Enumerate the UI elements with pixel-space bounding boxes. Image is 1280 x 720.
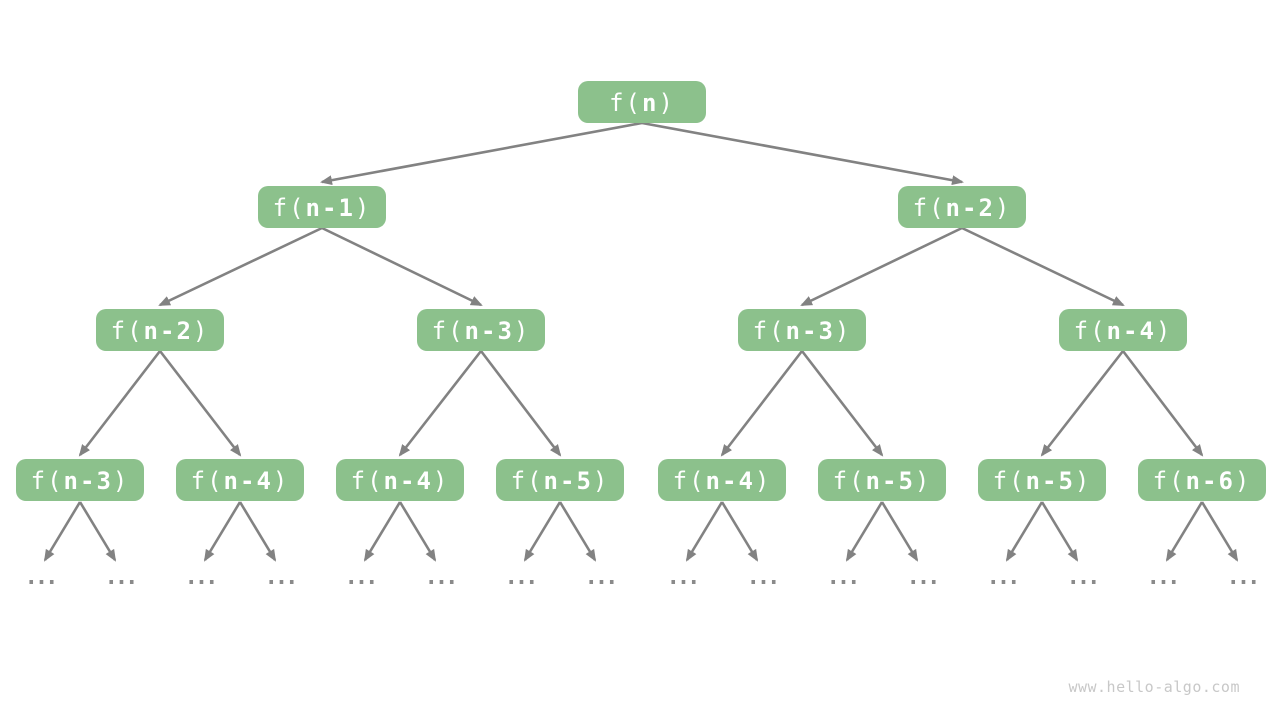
tree-node-box: [96, 309, 224, 351]
ellipsis-leaf: ...: [987, 565, 1018, 590]
tree-node-box: [16, 459, 144, 501]
tree-node: f(n-4): [1059, 309, 1187, 351]
edge-arrow: [43, 501, 82, 562]
edge-arrow: [1200, 501, 1239, 562]
tree-node-label: f(n-4): [191, 467, 290, 495]
tree-node-label: f(n): [609, 89, 675, 117]
tree-node-label: f(n-3): [432, 317, 531, 345]
tree-node-box: [417, 309, 545, 351]
edge-arrow: [238, 501, 277, 562]
edge-arrow: [363, 501, 402, 562]
tree-node: f(n-5): [818, 459, 946, 501]
edge-arrow: [880, 501, 919, 562]
tree-node: f(n-5): [496, 459, 624, 501]
ellipsis-leaf: ...: [185, 565, 216, 590]
tree-node-box: [578, 81, 706, 123]
tree-node-label: f(n-3): [753, 317, 852, 345]
edge-arrow: [1005, 501, 1044, 562]
edge-arrow: [398, 501, 437, 562]
edge-arrow: [158, 350, 242, 457]
edge-arrow: [203, 501, 242, 562]
tree-node-label: f(n-5): [511, 467, 610, 495]
tree-node-box: [336, 459, 464, 501]
tree-node: f(n-4): [658, 459, 786, 501]
tree-node-box: [738, 309, 866, 351]
watermark: www.hello-algo.com: [1068, 678, 1240, 696]
tree-node-label: f(n-4): [351, 467, 450, 495]
edge-arrow: [78, 501, 117, 562]
ellipsis-leaf: ...: [425, 565, 456, 590]
ellipsis-leaf: ...: [345, 565, 376, 590]
ellipsis-leaf: ...: [1147, 565, 1178, 590]
tree-node: f(n-4): [176, 459, 304, 501]
tree-node: f(n-3): [417, 309, 545, 351]
tree-node: f(n-2): [96, 309, 224, 351]
ellipsis-leaf: ...: [667, 565, 698, 590]
edge-arrow: [398, 350, 483, 457]
edge-arrow: [1165, 501, 1204, 562]
tree-node-label: f(n-5): [993, 467, 1092, 495]
tree-node-box: [818, 459, 946, 501]
edge-arrow: [558, 501, 597, 562]
tree-node-label: f(n-4): [673, 467, 772, 495]
ellipsis-leaf: ...: [265, 565, 296, 590]
tree-node-label: f(n-1): [273, 194, 372, 222]
edge-arrow: [321, 226, 483, 307]
tree-node: f(n-2): [898, 186, 1026, 228]
tree-node: f(n-6): [1138, 459, 1266, 501]
edge-arrow: [685, 501, 724, 562]
tree-node-box: [176, 459, 304, 501]
tree-node: f(n-1): [258, 186, 386, 228]
edge-arrow: [320, 121, 643, 186]
tree-node-box: [658, 459, 786, 501]
edge-arrow: [158, 226, 323, 307]
edge-arrow: [720, 350, 804, 457]
ellipsis-leaf: ...: [1227, 565, 1258, 590]
tree-node-label: f(n-6): [1153, 467, 1252, 495]
ellipsis-leaf: ...: [1067, 565, 1098, 590]
ellipsis-leaf: ...: [505, 565, 536, 590]
ellipsis-leaf: ...: [747, 565, 778, 590]
edge-arrow: [1040, 501, 1079, 562]
ellipsis-leaf: ...: [585, 565, 616, 590]
ellipsis-leaf: ...: [25, 565, 56, 590]
ellipsis-leaf: ...: [907, 565, 938, 590]
tree-node: f(n-4): [336, 459, 464, 501]
tree-node-box: [978, 459, 1106, 501]
edge-arrow: [523, 501, 562, 562]
tree-node: f(n): [578, 81, 706, 123]
ellipsis-leaf: ...: [105, 565, 136, 590]
edge-arrow: [720, 501, 759, 562]
edge-arrow: [641, 121, 964, 186]
edge-arrow: [479, 350, 562, 457]
tree-node: f(n-3): [738, 309, 866, 351]
tree-node: f(n-3): [16, 459, 144, 501]
edge-arrow: [1121, 350, 1204, 457]
edge-arrow: [800, 226, 963, 307]
tree-node-label: f(n-4): [1074, 317, 1173, 345]
tree-node-label: f(n-2): [913, 194, 1012, 222]
edge-arrow: [78, 350, 162, 457]
ellipsis-leaf: ...: [827, 565, 858, 590]
edge-arrow: [961, 226, 1125, 307]
edge-arrow: [800, 350, 884, 457]
edge-arrow: [845, 501, 884, 562]
tree-node-label: f(n-2): [111, 317, 210, 345]
tree-node-box: [898, 186, 1026, 228]
edge-arrow: [1040, 350, 1125, 457]
tree-node-label: f(n-5): [833, 467, 932, 495]
tree-node-box: [1059, 309, 1187, 351]
tree-node-box: [496, 459, 624, 501]
tree-node-label: f(n-3): [31, 467, 130, 495]
tree-node: f(n-5): [978, 459, 1106, 501]
tree-node-box: [258, 186, 386, 228]
tree-node-box: [1138, 459, 1266, 501]
